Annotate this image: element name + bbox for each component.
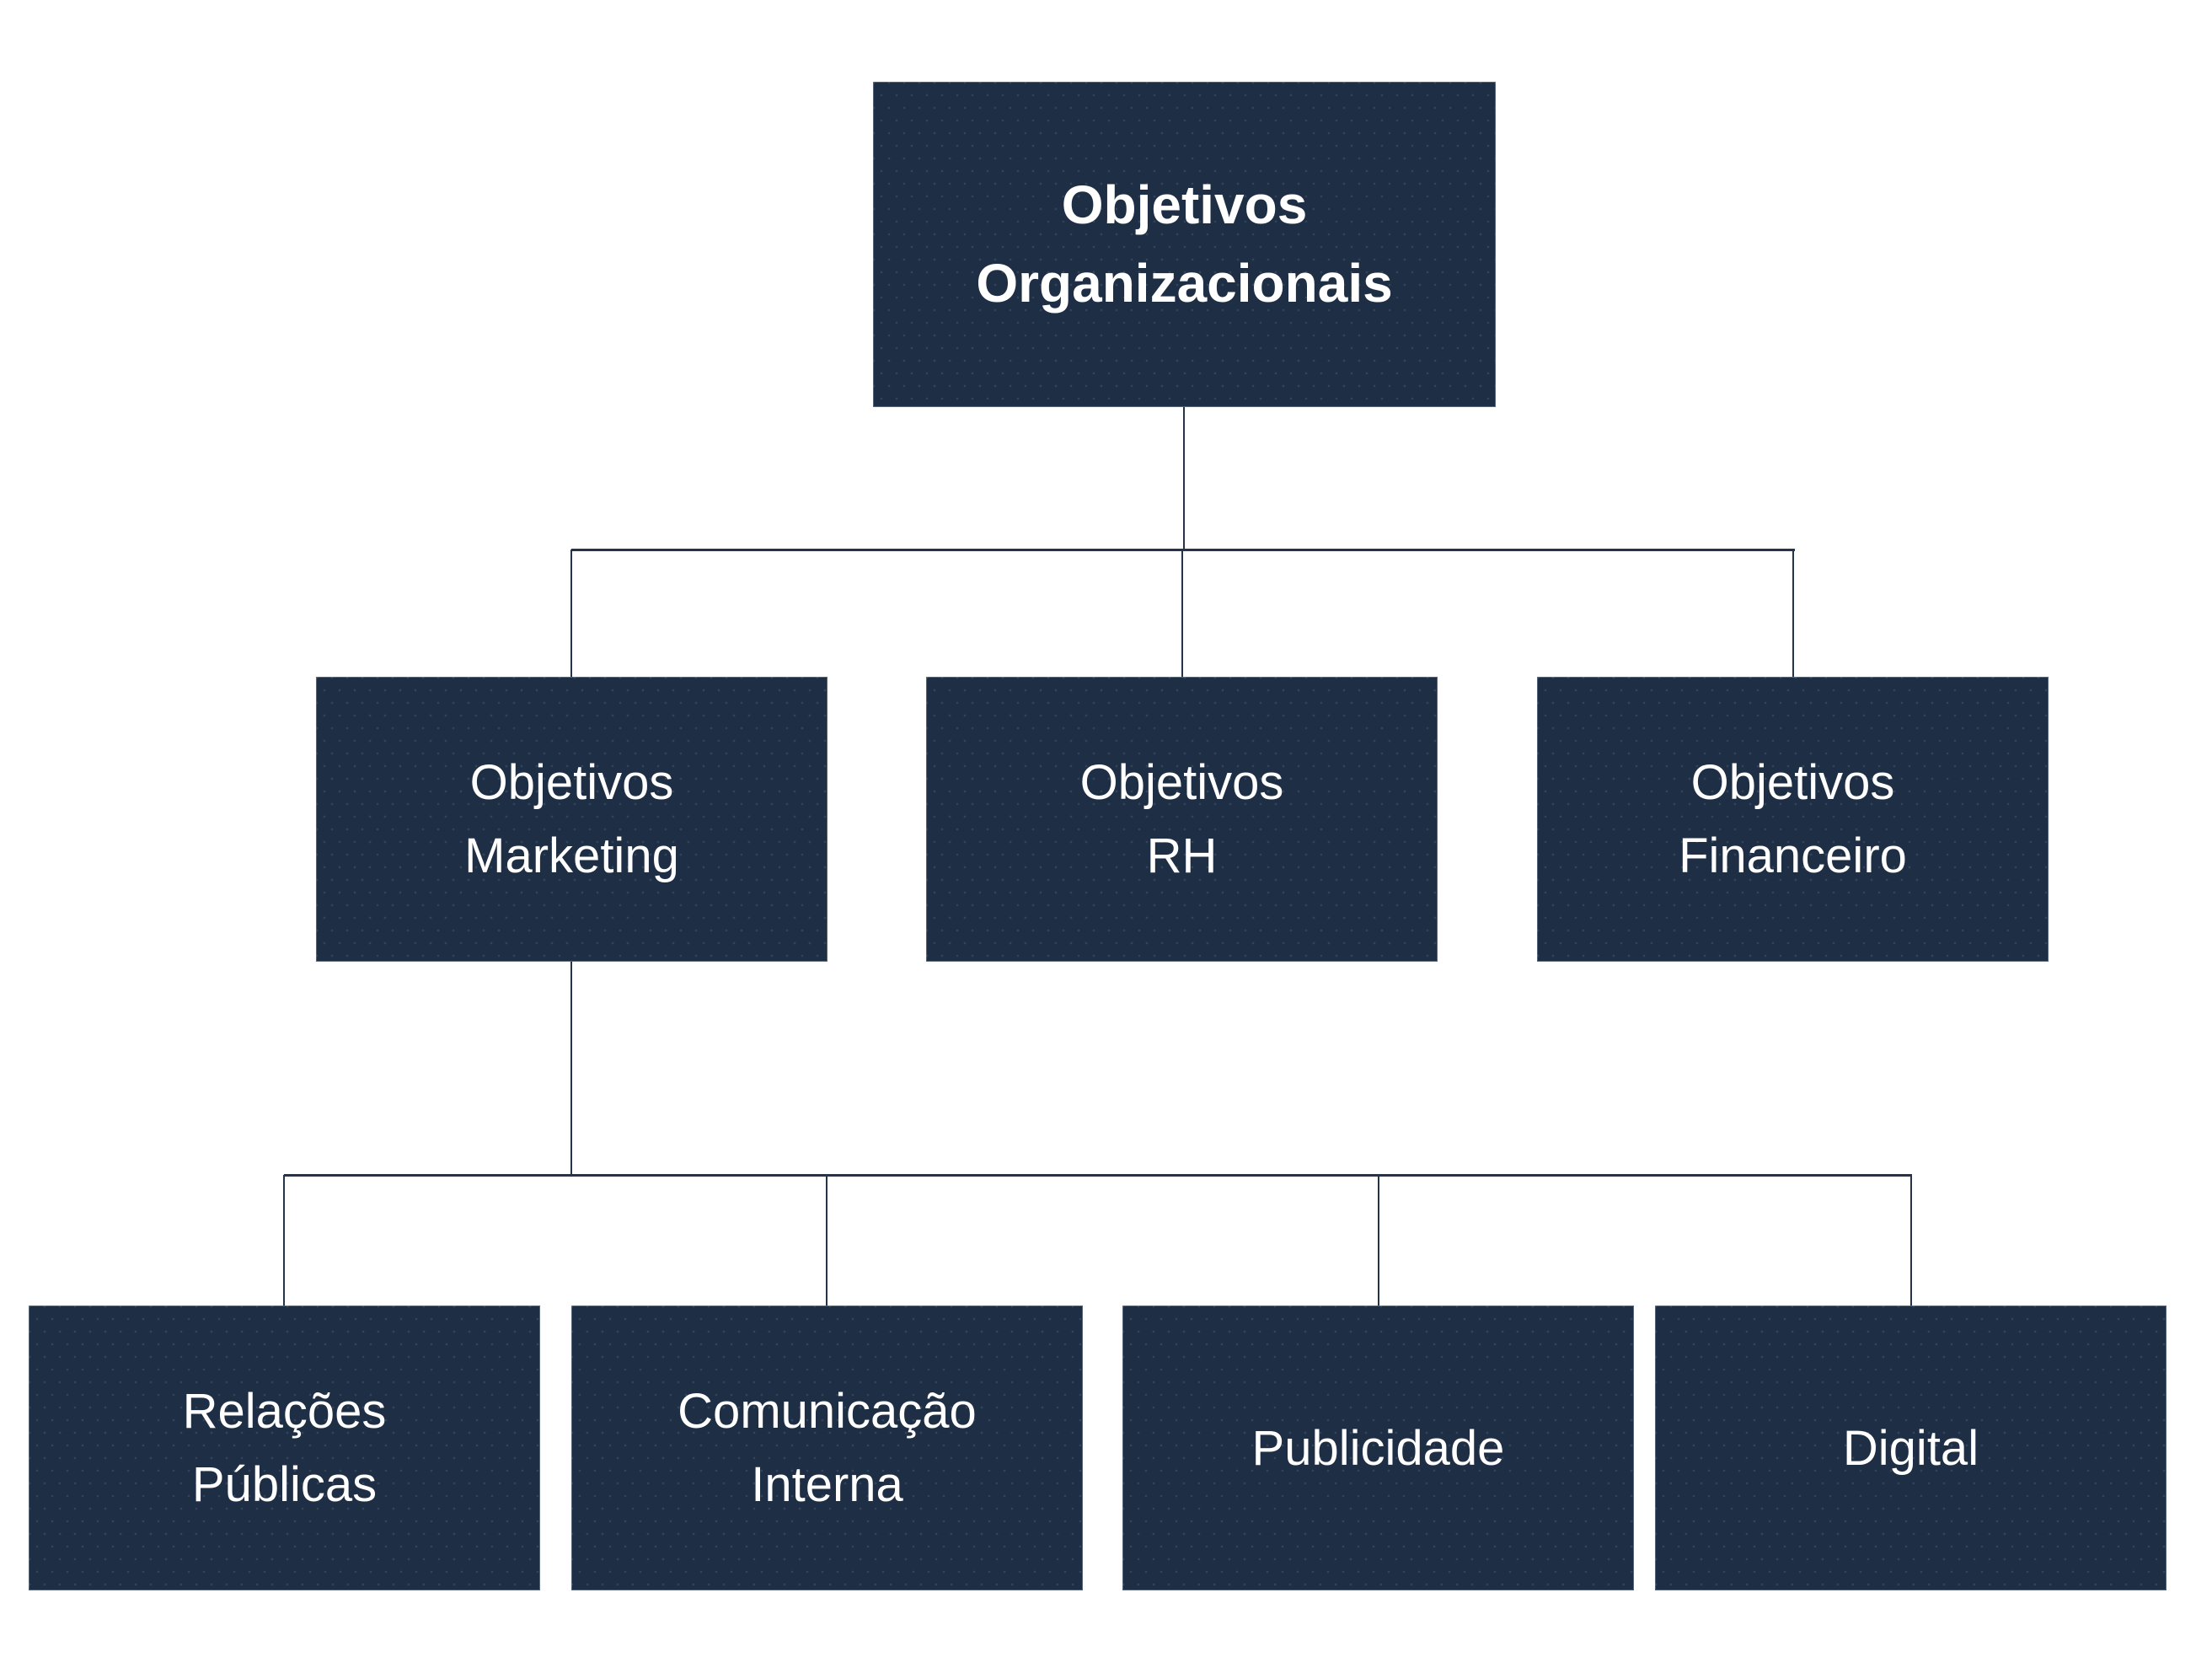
node-label: Comunicação Interna — [678, 1384, 977, 1512]
node-label: Objetivos RH — [1079, 755, 1284, 883]
node-comunicacao-interna: Comunicação Interna — [571, 1306, 1083, 1590]
connector-level1-bar — [571, 549, 1795, 551]
connector-drop-comunicacao-interna — [826, 1175, 827, 1306]
node-objetivos-rh: Objetivos RH — [926, 677, 1438, 962]
node-label: Objetivos Financeiro — [1679, 755, 1907, 883]
connector-drop-marketing — [570, 550, 572, 677]
node-label: Relações Públicas — [182, 1384, 387, 1512]
connector-drop-rh — [1181, 550, 1183, 677]
node-objetivos-financeiro: Objetivos Financeiro — [1537, 677, 2049, 962]
node-publicidade: Publicidade — [1122, 1306, 1634, 1590]
connector-drop-digital — [1910, 1175, 1912, 1306]
node-objetivos-marketing: Objetivos Marketing — [316, 677, 827, 962]
connector-drop-financeiro — [1792, 550, 1794, 677]
connector-root-stem — [1183, 407, 1185, 550]
node-label: Publicidade — [1251, 1420, 1505, 1476]
node-objetivos-organizacionais: Objetivos Organizacionais — [873, 82, 1496, 407]
node-label: Objetivos Marketing — [464, 755, 679, 883]
connector-marketing-stem — [570, 962, 572, 1175]
node-label: Objetivos Organizacionais — [976, 174, 1393, 314]
connector-level2-bar — [284, 1174, 1912, 1177]
node-relacoes-publicas: Relações Públicas — [29, 1306, 540, 1590]
node-label: Digital — [1842, 1420, 1979, 1476]
connector-drop-relacoes-publicas — [283, 1175, 285, 1306]
node-digital: Digital — [1655, 1306, 2166, 1590]
connector-drop-publicidade — [1378, 1175, 1379, 1306]
